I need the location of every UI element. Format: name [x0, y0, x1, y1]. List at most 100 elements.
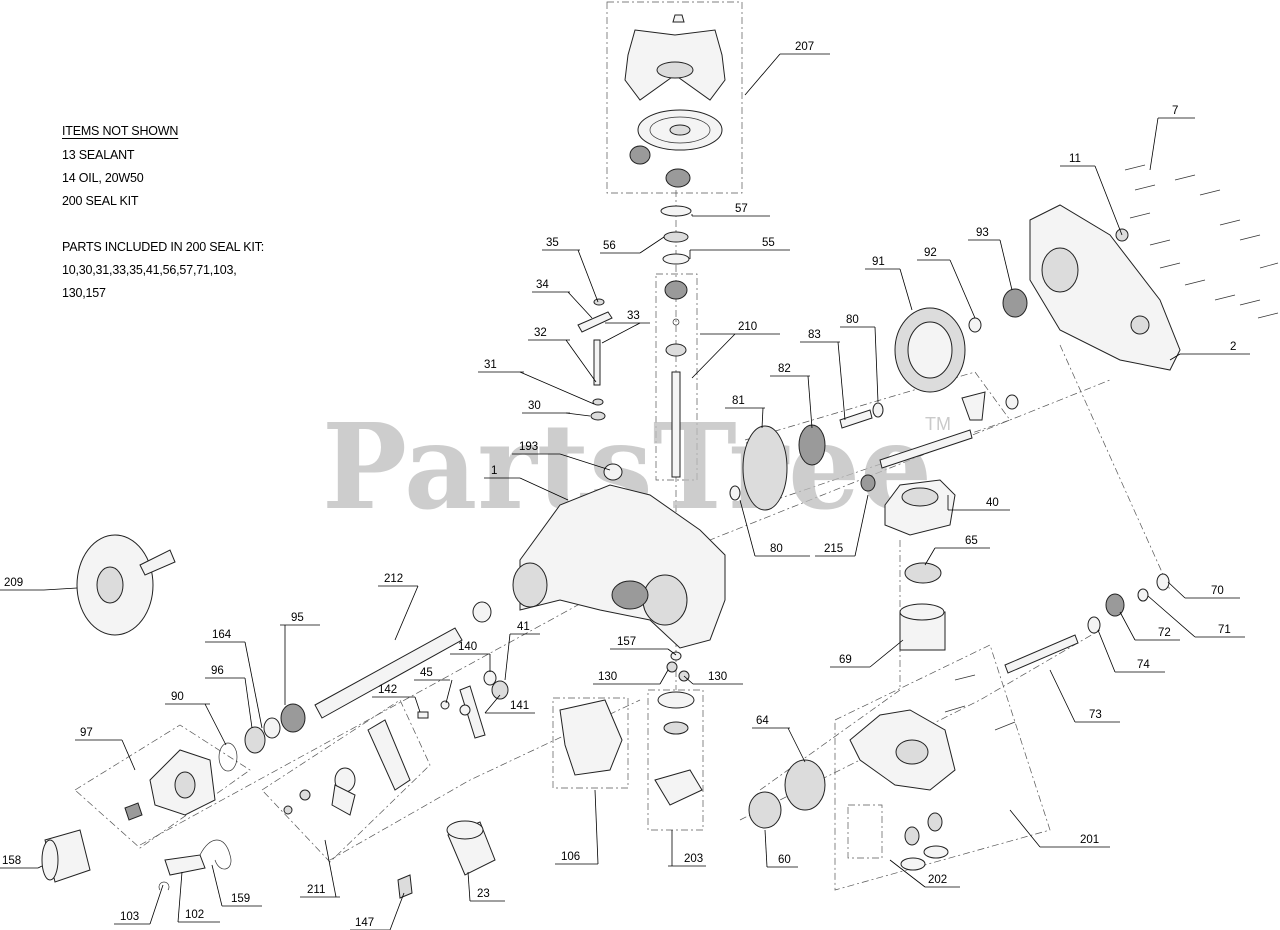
- callout-95: 95: [280, 612, 320, 705]
- callout-label: 93: [976, 227, 989, 239]
- callout-193: 193: [512, 441, 611, 471]
- callout-label: 202: [928, 874, 947, 886]
- callout-label: 45: [420, 667, 433, 679]
- callout-130: 130: [683, 671, 743, 685]
- part-lever: [164, 854, 206, 876]
- callout-leader: [414, 696, 421, 713]
- part-seal: [663, 231, 689, 243]
- part-brake-arm: [961, 391, 986, 421]
- callout-71: 71: [1147, 595, 1245, 638]
- callout-label: 80: [846, 314, 859, 326]
- callout-leader: [667, 648, 677, 656]
- callout-label: 130: [708, 671, 727, 683]
- callout-label: 210: [738, 321, 757, 333]
- callout-leader: [211, 864, 223, 907]
- callout-leader: [739, 499, 756, 557]
- callout-203: 203: [668, 830, 706, 867]
- part-spring: [397, 874, 413, 899]
- callout-164: 164: [205, 629, 263, 729]
- callout-label: 212: [384, 573, 403, 585]
- callout-leader: [565, 412, 591, 417]
- callout-leader: [567, 291, 593, 319]
- part-thrust-bearing: [904, 562, 942, 584]
- callout-label: 96: [211, 665, 224, 677]
- callout-label: 92: [924, 247, 937, 259]
- callout-leader: [121, 739, 136, 771]
- part-clip: [158, 881, 170, 891]
- callout-80: 80: [739, 499, 810, 557]
- callout-label: 158: [2, 855, 21, 867]
- callout-leader: [764, 829, 768, 868]
- callout-leader: [1009, 809, 1041, 848]
- part-ring: [1156, 573, 1170, 591]
- callout-label: 95: [291, 612, 304, 624]
- callout-label: 30: [528, 400, 541, 412]
- callout-leader: [1147, 595, 1196, 638]
- callout-leader: [37, 865, 43, 869]
- callout-label: 41: [517, 621, 530, 633]
- callout-label: 97: [80, 727, 93, 739]
- group-box-97: [74, 724, 251, 849]
- callout-leader: [577, 249, 599, 303]
- group-box-210: [655, 273, 698, 481]
- part-idler-shaft: [839, 409, 873, 429]
- part-gear: [1105, 593, 1125, 617]
- part-washer: [440, 700, 450, 710]
- callout-1: 1: [484, 465, 569, 501]
- seal-kit-title: PARTS INCLUDED IN 200 SEAL KIT:: [62, 240, 264, 254]
- callout-2: 2: [1169, 341, 1250, 361]
- callout-leader: [43, 587, 78, 591]
- callout-leader: [924, 547, 936, 566]
- callout-130: 130: [593, 669, 669, 685]
- callout-leader: [389, 892, 405, 930]
- callout-leader: [1167, 581, 1186, 599]
- callout-93: 93: [968, 227, 1013, 291]
- callout-label: 56: [603, 240, 616, 252]
- callout-60: 60: [764, 829, 798, 868]
- callout-leader: [869, 639, 904, 668]
- callout-40: 40: [947, 495, 1010, 511]
- callout-leader: [519, 371, 595, 405]
- callout-leader: [565, 339, 597, 383]
- part-spring: [199, 839, 232, 870]
- callout-57: 57: [691, 203, 770, 217]
- callout-label: 34: [536, 279, 549, 291]
- callout-label: 141: [510, 700, 529, 712]
- callout-leader: [177, 871, 183, 923]
- part-washer: [1087, 616, 1101, 634]
- callout-157: 157: [610, 636, 677, 656]
- part-washer: [483, 670, 497, 686]
- callout-33: 33: [601, 310, 650, 344]
- callout-leader: [949, 259, 976, 319]
- part-plug: [603, 463, 623, 481]
- callout-label: 73: [1089, 709, 1102, 721]
- callout-label: 72: [1158, 627, 1171, 639]
- callout-leader: [837, 341, 846, 421]
- callout-label: 215: [824, 543, 843, 555]
- callout-label: 140: [458, 641, 477, 653]
- axis-line: [739, 629, 1101, 821]
- callout-label: 69: [839, 654, 852, 666]
- seal-kit-line: 10,30,31,33,35,41,56,57,71,103,: [62, 263, 237, 277]
- part-motor-block: [784, 759, 826, 811]
- callout-103: 103: [114, 884, 164, 925]
- note-line: 13 SEALANT: [62, 148, 135, 162]
- callout-leader: [1097, 629, 1116, 673]
- part-arm: [331, 784, 356, 816]
- part-control-arm: [577, 311, 613, 333]
- callout-96: 96: [205, 665, 253, 729]
- callout-label: 209: [4, 577, 23, 589]
- callout-102: 102: [177, 871, 220, 923]
- callout-label: 207: [795, 41, 814, 53]
- callout-207: 207: [744, 41, 830, 96]
- callout-leader: [244, 641, 263, 729]
- callout-label: 130: [598, 671, 617, 683]
- callout-leader: [854, 494, 869, 557]
- callout-leader: [1049, 669, 1076, 723]
- callout-92: 92: [917, 247, 976, 319]
- callout-leader: [445, 679, 453, 704]
- part-seal: [666, 661, 678, 673]
- callout-140: 140: [450, 641, 491, 672]
- callout-label: 193: [519, 441, 538, 453]
